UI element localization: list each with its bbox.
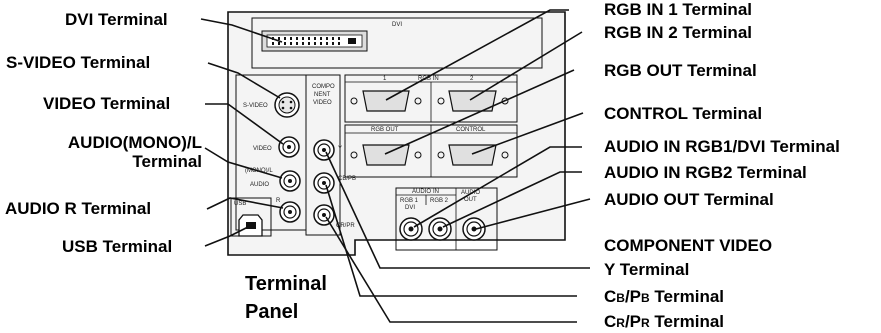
panel-audio-rgb2-text: RGB 2 [430,198,449,204]
leader-dvi [200,18,283,43]
svideo-connector [274,92,300,118]
rgb-in2-connector [437,90,509,112]
leader-component-cb [325,184,577,297]
dvi-pins [272,37,356,45]
component-cr-connector [313,204,335,226]
component-cb-connector [313,172,335,194]
leader-component-y [325,151,590,269]
label-rgb-in2: RGB IN 2 Terminal [604,23,752,42]
label-component-line1: COMPONENT VIDEO [604,236,773,255]
panel-cr-text: CR/PR [336,223,355,229]
panel-cb-text: CB/PB [338,176,356,182]
panel-audio-rgb1-text: RGB 1 [400,198,419,204]
leader-audio-out [475,198,591,230]
leader-video [205,103,284,145]
rgb-out-connector [350,144,422,166]
leader-rgb-in2 [469,31,583,101]
panel-title-line1: Terminal [245,273,327,295]
label-dvi: DVI Terminal [65,10,168,29]
audio-l-connector [279,170,301,192]
panel-audio-text: AUDIO [250,182,269,188]
label-svideo: S-VIDEO Terminal [6,53,151,72]
label-cb-b: B [616,291,625,305]
label-cr-r: R [616,316,625,330]
panel-audioin-audio-text: AUDIO [412,189,431,195]
dvi-connector: DVI [251,17,543,69]
leader-svideo [207,62,281,99]
leader-usb [204,225,251,247]
label-cr-c: C [604,312,617,331]
label-cb-b2: B [641,291,650,305]
panel-title-line2: Panel [245,301,299,323]
panel-component-text-2: NENT [314,92,331,98]
leader-rgb-in1 [385,9,569,101]
leader-control [471,112,584,155]
audio-r-connector [279,201,301,223]
label-cb-c: C [604,287,617,306]
label-component-line2: Y Terminal [604,260,690,279]
panel-component-text-1: COMPO [312,84,335,90]
panel-rgbout-text: RGB OUT [371,127,399,133]
label-audio-in-rgb2: AUDIO IN RGB2 Terminal [604,163,807,182]
leader-component-cr [325,216,577,323]
panel-component-text-3: VIDEO [313,100,332,106]
label-control: CONTROL Terminal [604,104,763,123]
panel-audio-dvi-text: DVI [405,205,415,211]
panel-usb-text: USB [234,201,246,207]
panel-r-text: R [276,198,281,204]
label-cb-pb: CB/PB Terminal [604,287,724,308]
audio-in-rgb1-connector [399,217,423,241]
label-audio-out: AUDIO OUT Terminal [604,190,774,209]
label-usb: USB Terminal [62,237,173,256]
panel-rgbin-text: RGB IN [418,76,439,82]
panel-audioout-2-text: OUT [464,197,477,203]
label-cb-rest: Terminal [649,287,725,306]
leader-lines [200,9,591,323]
label-audio-r: AUDIO R Terminal [5,199,152,218]
audio-out-connector [462,217,486,241]
label-audio-mono-l-line2: Terminal [132,152,202,171]
label-cr-r2: R [641,316,650,330]
component-y-connector [313,139,335,161]
leader-audio-l [204,147,283,179]
panel-audioin-in-text: IN [433,189,439,195]
label-audio-mono-l: AUDIO(MONO)/L Terminal [10,133,202,171]
panel-outline [227,11,566,256]
label-cr-pr: CR/PR Terminal [604,312,724,333]
panel-y-text: Y [338,146,342,152]
label-cr-rest: Terminal [649,312,725,331]
panel-dvi-text: DVI [392,22,402,28]
label-audio-mono-l-line1: AUDIO(MONO)/L [67,133,202,152]
label-rgb-out: RGB OUT Terminal [604,61,757,80]
panel-control-text: CONTROL [456,127,486,133]
usb-connector: USB [230,197,272,237]
panel-video-text: VIDEO [253,146,272,152]
audio-in-rgb2-connector [428,217,452,241]
label-audio-in-rgb1: AUDIO IN RGB1/DVI Terminal [604,137,840,156]
leader-audio-in-rgb1 [413,146,582,228]
leader-audio-in-rgb2 [442,171,582,228]
panel-svideo-text: S-VIDEO [243,103,268,109]
label-cr-p: /P [624,312,642,331]
label-rgb-in1: RGB IN 1 Terminal [604,0,752,19]
component-box [305,74,341,236]
video-connector [278,136,300,158]
label-cb-p: /P [624,287,642,306]
panel-rgbin-1-text: 1 [383,76,387,82]
label-video: VIDEO Terminal [43,94,171,113]
rgb-in1-connector [350,90,422,112]
panel-rgbin-2-text: 2 [470,76,474,82]
leader-audio-r [206,197,284,210]
audio-io-box [395,187,498,251]
leader-rgb-out [384,69,575,155]
